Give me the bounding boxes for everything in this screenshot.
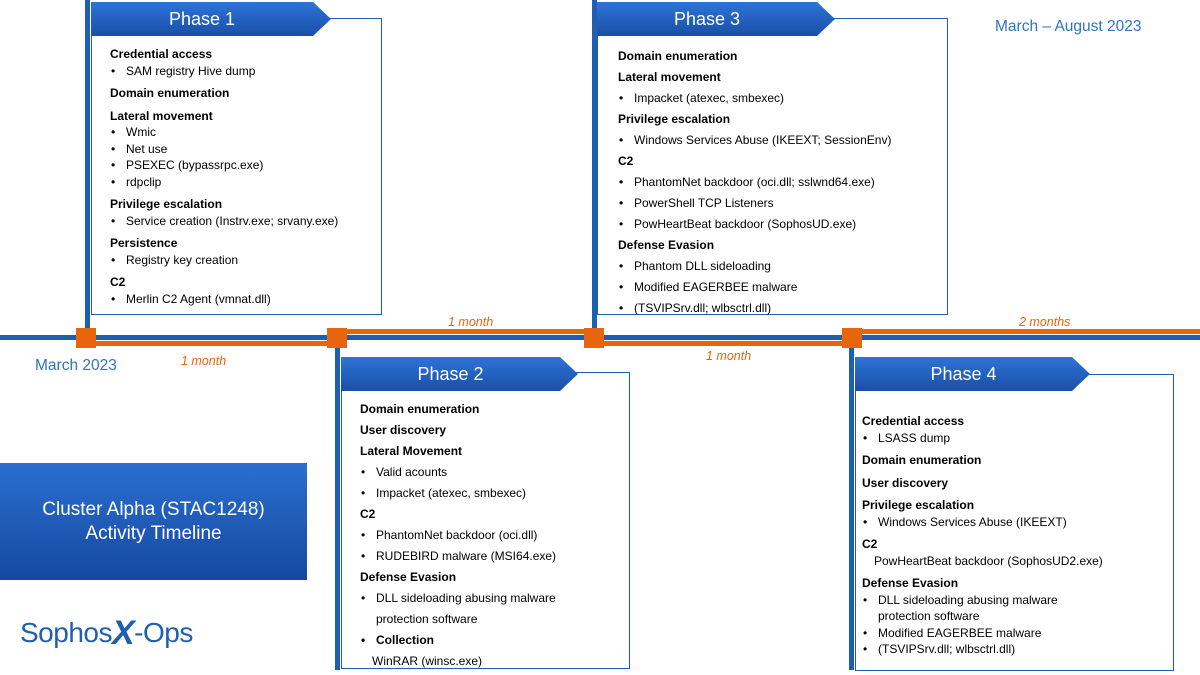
list-item: Impacket (atexec, smbexec) xyxy=(618,90,943,107)
list-item: Net use xyxy=(110,141,375,158)
list-item: Modified EAGERBEE malware xyxy=(618,279,943,296)
list-item: PowerShell TCP Listeners xyxy=(618,195,943,212)
section-heading: User discovery xyxy=(360,423,447,437)
list-item: WinRAR (winsc.exe) xyxy=(372,654,483,668)
list-item: Windows Services Abuse (IKEEXT) xyxy=(862,514,1167,531)
section-heading: Lateral Movement xyxy=(360,444,463,458)
list-item: Windows Services Abuse (IKEEXT; SessionE… xyxy=(618,132,943,149)
list-item: Impacket (atexec, smbexec) xyxy=(360,485,625,502)
list-item: Service creation (Instrv.exe; srvany.exe… xyxy=(110,213,375,230)
list-item: (TSVIPSrv.dll; wlbsctrl.dll) xyxy=(862,641,1167,658)
phase-1-title: Phase 1 xyxy=(168,8,236,29)
list-item: Phantom DLL sideloading xyxy=(618,258,943,275)
section-heading: User discovery xyxy=(862,475,949,490)
phase-1-header: Phase 1 xyxy=(91,2,331,36)
sophos-xops-logo: SophosX-Ops xyxy=(20,612,193,652)
phase-1-content: Credential accessSAM registry Hive dumpD… xyxy=(110,46,375,307)
phase-4-connector xyxy=(849,338,854,670)
phase-2-connector xyxy=(335,338,340,670)
phase-2-header: Phase 2 xyxy=(341,357,578,391)
phase-3-title: Phase 3 xyxy=(673,8,741,29)
duration-label: 2 months xyxy=(1019,315,1071,329)
list-item: Valid acounts xyxy=(360,464,625,481)
timeline-orange-segment-3 xyxy=(594,341,852,346)
list-item: PhantomNet backdoor (oci.dll; sslwnd64.e… xyxy=(618,174,943,191)
start-date-label: March 2023 xyxy=(35,357,117,374)
section-heading: Lateral movement xyxy=(110,108,213,123)
list-item: Merlin C2 Agent (vmnat.dll) xyxy=(110,291,375,308)
phase-3-connector xyxy=(592,0,597,340)
section-heading: C2 xyxy=(862,537,878,551)
timeline-marker-2 xyxy=(327,328,347,348)
list-item: PowHeartBeat backdoor (SophosUD.exe) xyxy=(618,216,943,233)
duration-label: 1 month xyxy=(706,349,752,363)
title-line-1: Cluster Alpha (STAC1248) xyxy=(42,498,265,520)
timeline-orange-segment-4 xyxy=(852,329,1200,334)
section-heading: Privilege escalation xyxy=(110,197,223,211)
list-item: protection software xyxy=(878,609,980,623)
section-heading: Privilege escalation xyxy=(862,498,975,512)
list-item: DLL sideloading abusing malware xyxy=(862,592,1167,609)
list-item: SAM registry Hive dump xyxy=(110,63,375,80)
section-heading: Credential access xyxy=(110,47,213,61)
section-heading: Persistence xyxy=(110,236,178,250)
date-range-label: March – August 2023 xyxy=(995,18,1142,35)
list-item: protection software xyxy=(376,612,478,626)
title-box: Cluster Alpha (STAC1248) Activity Timeli… xyxy=(0,463,307,580)
list-item: Modified EAGERBEE malware xyxy=(862,625,1167,642)
logo-x-mark: X xyxy=(111,614,135,652)
phase-1-connector xyxy=(85,0,90,340)
timeline-marker-4 xyxy=(842,328,862,348)
section-heading: Privilege escalation xyxy=(618,112,731,126)
section-heading: Domain enumeration xyxy=(110,86,230,100)
phase-2-box xyxy=(341,372,630,669)
list-item: Wmic xyxy=(110,124,375,141)
section-heading: Credential access xyxy=(862,414,965,428)
section-heading: Domain enumeration xyxy=(862,453,982,467)
list-item: PhantomNet backdoor (oci.dll) xyxy=(360,527,625,544)
section-heading: C2 xyxy=(360,507,376,521)
timeline-marker-1 xyxy=(76,328,96,348)
section-heading: Collection xyxy=(360,632,625,649)
title-line-2: Activity Timeline xyxy=(85,522,222,544)
list-item: LSASS dump xyxy=(862,430,1167,447)
phase-3-header: Phase 3 xyxy=(597,2,835,36)
section-heading: Domain enumeration xyxy=(360,402,480,416)
list-item: DLL sideloading abusing malware xyxy=(360,590,625,607)
list-item: rdpclip xyxy=(110,174,375,191)
list-item: Registry key creation xyxy=(110,252,375,269)
duration-label: 1 month xyxy=(181,354,227,368)
section-heading: C2 xyxy=(618,154,634,168)
section-heading: Defense Evasion xyxy=(862,576,959,590)
timeline-orange-segment-1 xyxy=(85,341,337,346)
timeline-orange-segment-2 xyxy=(337,329,594,334)
phase-2-title: Phase 2 xyxy=(417,363,484,384)
section-heading: Domain enumeration xyxy=(618,49,738,63)
section-heading: C2 xyxy=(110,275,126,289)
phase-4-header: Phase 4 xyxy=(855,357,1090,391)
list-item: (TSVIPSrv.dll; wlbsctrl.dll) xyxy=(618,300,943,317)
timeline-marker-3 xyxy=(584,328,604,348)
list-item: RUDEBIRD malware (MSI64.exe) xyxy=(360,548,625,565)
section-heading: Defense Evasion xyxy=(360,570,457,584)
logo-text-right: -Ops xyxy=(134,617,193,648)
phase-4-title: Phase 4 xyxy=(930,363,997,384)
duration-label: 1 month xyxy=(448,315,494,329)
logo-text-left: Sophos xyxy=(20,617,112,648)
section-heading: Defense Evasion xyxy=(618,238,715,252)
list-item: PSEXEC (bypassrpc.exe) xyxy=(110,157,375,174)
section-heading: Lateral movement xyxy=(618,70,721,84)
list-item: PowHeartBeat backdoor (SophosUD2.exe) xyxy=(874,553,1103,568)
